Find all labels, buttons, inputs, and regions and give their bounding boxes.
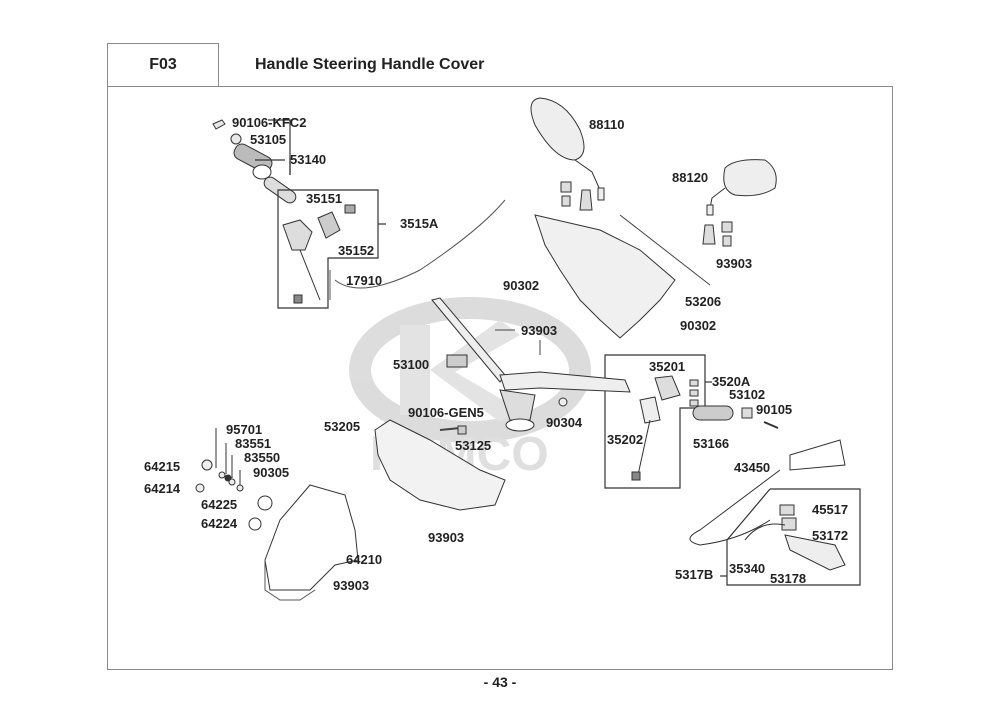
part-label[interactable]: 35201 bbox=[649, 359, 686, 374]
handle-cover-rear bbox=[534, 214, 676, 339]
part-label[interactable]: 90106-KFC2 bbox=[232, 115, 307, 130]
bracket-lines bbox=[255, 119, 861, 586]
washer-icon bbox=[252, 164, 272, 180]
part-label[interactable]: 53125 bbox=[455, 438, 492, 453]
part-label[interactable]: 90305 bbox=[253, 465, 290, 480]
section-code-text: F03 bbox=[149, 56, 177, 73]
handlebar bbox=[431, 297, 631, 432]
part-label[interactable]: 53102 bbox=[729, 387, 766, 402]
part-label[interactable]: 90106-GEN5 bbox=[408, 405, 484, 420]
part-label[interactable]: 53172 bbox=[812, 528, 849, 543]
section-code: F03 bbox=[107, 43, 219, 86]
part-label[interactable]: 35151 bbox=[306, 191, 343, 206]
part-label[interactable]: 93903 bbox=[521, 323, 558, 338]
part-label[interactable]: 5317B bbox=[675, 567, 714, 582]
right-grip-icon bbox=[692, 405, 734, 421]
mirror-mount-nuts bbox=[560, 181, 733, 247]
part-label[interactable]: 45517 bbox=[812, 502, 849, 517]
part-label[interactable]: 83551 bbox=[235, 436, 272, 451]
part-label[interactable]: 35152 bbox=[338, 243, 375, 258]
left-grip-assembly bbox=[212, 119, 356, 304]
right-switch-assembly bbox=[631, 375, 779, 481]
mirror-left bbox=[530, 97, 605, 201]
part-label[interactable]: 64225 bbox=[201, 497, 238, 512]
part-label[interactable]: 90302 bbox=[680, 318, 717, 333]
switch-housing-icon bbox=[282, 219, 313, 251]
part-label[interactable]: 53140 bbox=[290, 152, 327, 167]
nut-icon bbox=[230, 133, 242, 145]
part-label[interactable]: 17910 bbox=[346, 273, 383, 288]
part-label[interactable]: 53100 bbox=[393, 357, 430, 372]
part-label[interactable]: 3515A bbox=[400, 216, 439, 231]
part-label[interactable]: 43450 bbox=[734, 460, 771, 475]
part-label[interactable]: 93903 bbox=[333, 578, 370, 593]
page-number: - 43 - bbox=[483, 674, 517, 690]
part-label[interactable]: 64224 bbox=[201, 516, 238, 531]
part-label[interactable]: 35340 bbox=[729, 561, 766, 576]
part-label[interactable]: 64215 bbox=[144, 459, 181, 474]
part-label[interactable]: 53205 bbox=[324, 419, 361, 434]
part-label[interactable]: 95701 bbox=[226, 422, 263, 437]
page-title: Handle Steering Handle Cover bbox=[255, 56, 485, 73]
screw-icon bbox=[212, 119, 226, 130]
part-label[interactable]: 88120 bbox=[672, 170, 709, 185]
part-label[interactable]: 64214 bbox=[144, 481, 181, 496]
part-label[interactable]: 83550 bbox=[244, 450, 281, 465]
part-label[interactable]: 90105 bbox=[756, 402, 793, 417]
handle-cover-front bbox=[374, 419, 506, 511]
diagram-frame bbox=[107, 86, 893, 670]
part-label[interactable]: 90302 bbox=[503, 278, 540, 293]
windshield-fasteners bbox=[195, 428, 273, 531]
part-label[interactable]: 3520A bbox=[712, 374, 751, 389]
part-label[interactable]: 88110 bbox=[589, 117, 625, 132]
brake-lever-assembly bbox=[744, 504, 846, 571]
part-label[interactable]: 35202 bbox=[607, 432, 644, 447]
mirror-right bbox=[706, 159, 777, 216]
windshield bbox=[264, 484, 359, 591]
part-label[interactable]: 53206 bbox=[685, 294, 722, 309]
part-label[interactable]: 53105 bbox=[250, 132, 287, 147]
cable-43450 bbox=[689, 439, 846, 546]
part-label[interactable]: 90304 bbox=[546, 415, 583, 430]
part-label[interactable]: 64210 bbox=[346, 552, 383, 567]
part-label[interactable]: 53178 bbox=[770, 571, 807, 586]
throttle-cable bbox=[334, 199, 506, 289]
part-label[interactable]: 93903 bbox=[716, 256, 753, 271]
part-label[interactable]: 53166 bbox=[693, 436, 730, 451]
part-label[interactable]: 93903 bbox=[428, 530, 465, 545]
